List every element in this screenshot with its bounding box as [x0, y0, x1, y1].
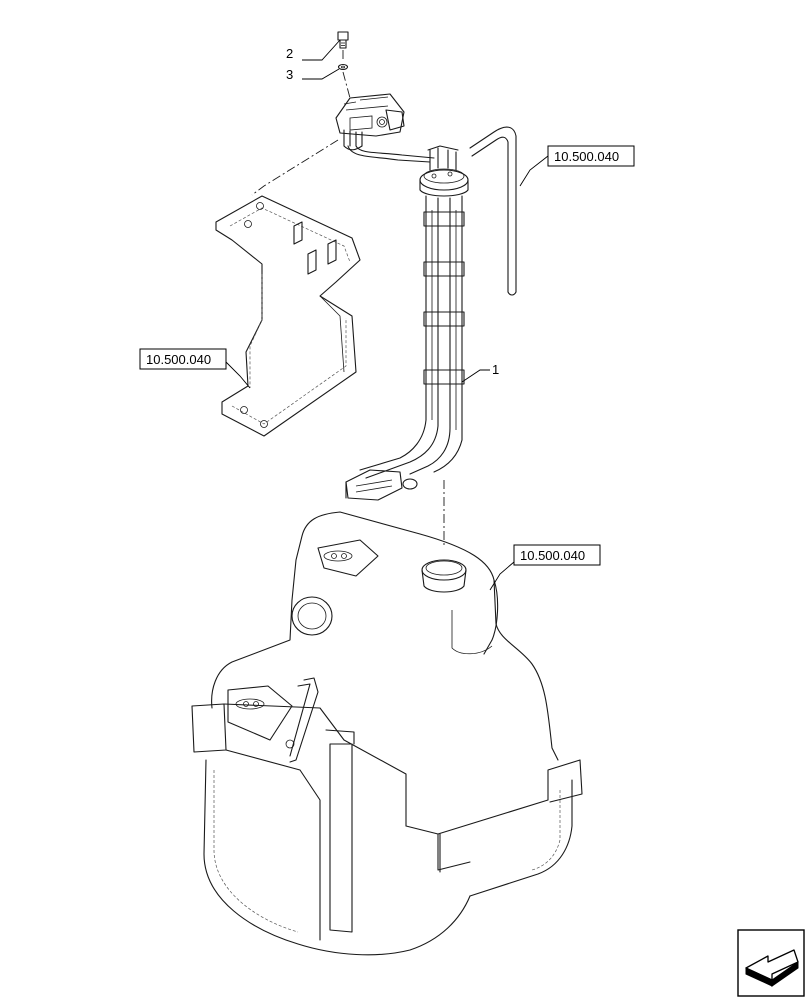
vent-hose — [469, 126, 517, 296]
washer-part — [337, 63, 349, 71]
callout-item-2: 2 — [286, 46, 293, 61]
callout-item-3: 3 — [286, 67, 293, 82]
ref-left-text: 10.500.040 — [146, 352, 211, 367]
tank — [191, 511, 583, 956]
arrow-left-icon[interactable] — [737, 929, 805, 997]
ref-tank-text: 10.500.040 — [520, 548, 585, 563]
leader-item-1 — [461, 369, 490, 383]
sensor-module — [335, 93, 435, 163]
leader-ref-tank — [489, 561, 515, 591]
leader-ref-left — [225, 361, 251, 389]
ref-top-right-text: 10.500.040 — [554, 149, 619, 164]
leader-ref-top-right — [519, 155, 549, 187]
bracket — [215, 195, 361, 437]
leader-item-2 — [302, 39, 341, 61]
module-centerline — [251, 139, 339, 196]
ref-box-left[interactable]: 10.500.040 — [139, 348, 227, 370]
level-sender-assembly — [345, 145, 469, 501]
bolt-centerline — [342, 71, 351, 99]
ref-box-top-right[interactable]: 10.500.040 — [547, 145, 635, 167]
leader-item-3 — [302, 68, 340, 80]
ref-box-tank[interactable]: 10.500.040 — [513, 544, 601, 566]
callout-item-1: 1 — [492, 362, 499, 377]
bolt-part — [337, 31, 349, 49]
